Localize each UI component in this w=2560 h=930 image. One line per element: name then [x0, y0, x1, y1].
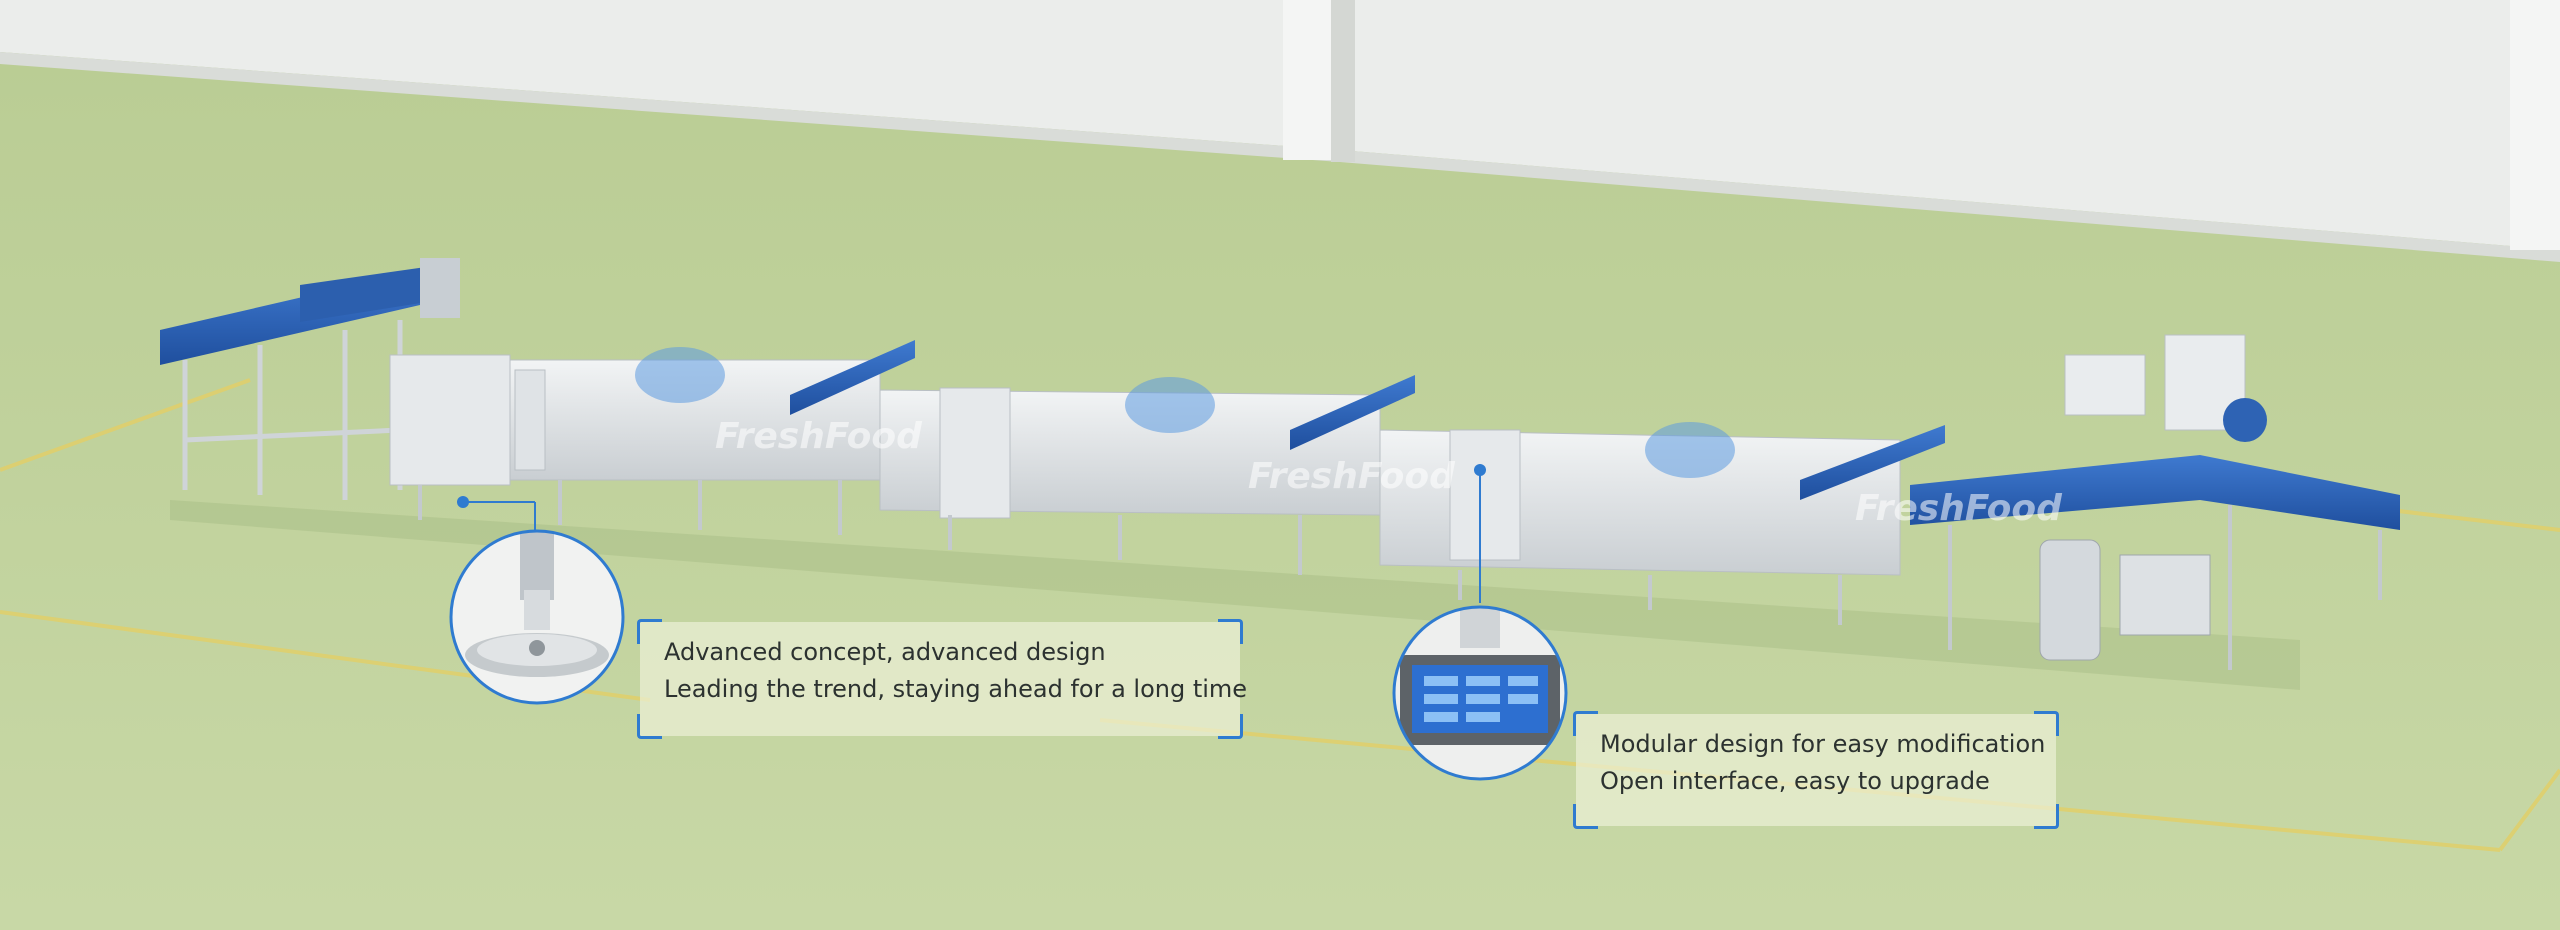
- foot-detail-anchor-dot: [457, 496, 469, 508]
- inspection-station: [1910, 334, 2400, 670]
- callout-line: Leading the trend, staying ahead for a l…: [664, 675, 1248, 703]
- feature-callout-modular: Modular design for easy modification Ope…: [1573, 711, 2059, 829]
- wall-pillar: [1283, 0, 1331, 160]
- touch-control-panel-detail: [1392, 605, 1568, 781]
- callout-line: Advanced concept, advanced design: [664, 638, 1106, 666]
- washing-tank-2: [879, 375, 1415, 575]
- washing-tank-3: [1379, 422, 1945, 625]
- foot-detail-leader: [463, 501, 536, 530]
- panel-detail-anchor-dot: [1474, 464, 1486, 476]
- callout-line: Open interface, easy to upgrade: [1600, 767, 1990, 795]
- washing-tank-1: [389, 340, 915, 535]
- brand-watermark: FreshFood: [715, 416, 923, 457]
- feature-callout-design: Advanced concept, advanced design Leadin…: [637, 619, 1248, 739]
- brand-watermark: FreshFood: [1248, 456, 1456, 497]
- infeed-conveyor: [160, 258, 460, 500]
- callout-line: Modular design for easy modification: [1600, 730, 2046, 758]
- back-wall: [0, 0, 2560, 250]
- brand-watermark: FreshFood: [1855, 488, 2063, 529]
- adjustable-foot-detail: [449, 529, 625, 705]
